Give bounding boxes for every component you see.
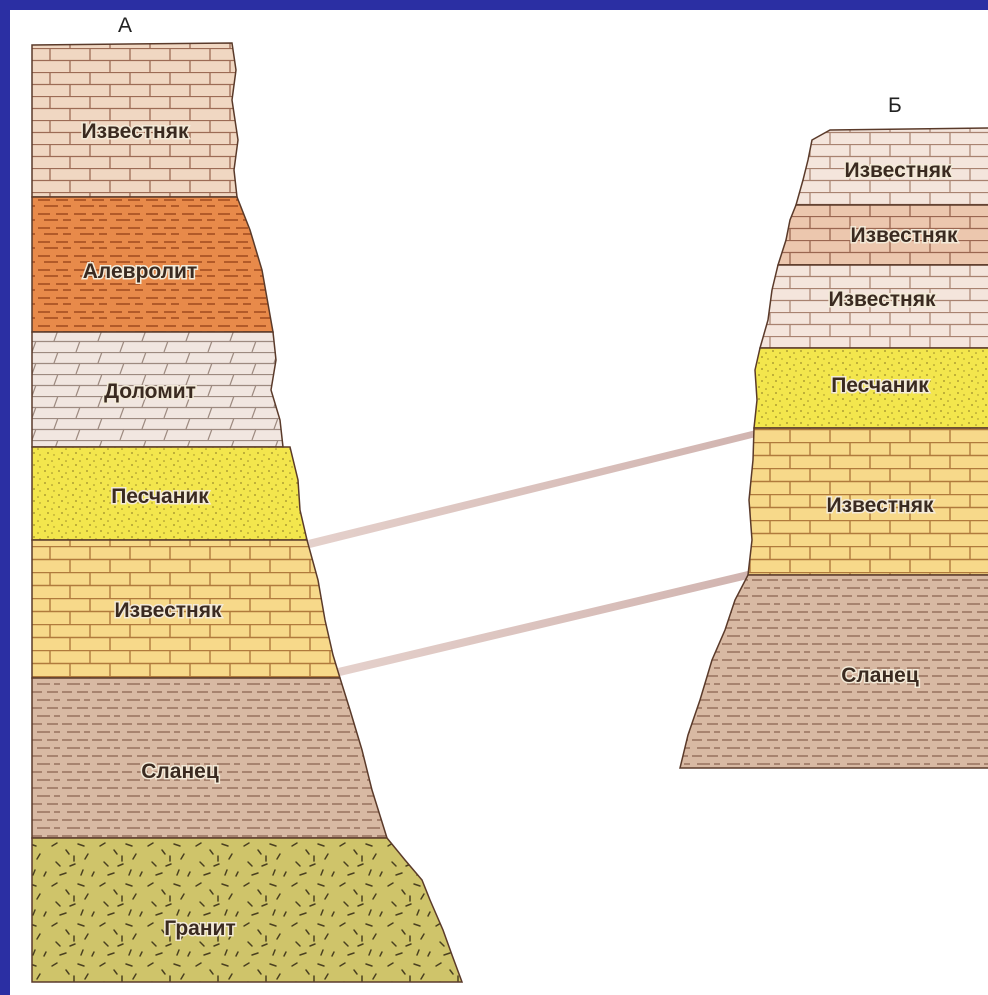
layer-b-label-6: Сланец bbox=[841, 664, 919, 687]
layer-a-label-1: Известняк bbox=[82, 120, 189, 143]
layer-a-granite bbox=[32, 838, 462, 982]
column-b: Б Известняк Известняк Известняк Песчаник… bbox=[680, 94, 988, 768]
layer-b-label-1: Известняк bbox=[845, 159, 952, 182]
layer-b-label-4: Песчаник bbox=[831, 374, 929, 397]
layer-a-label-7: Гранит bbox=[164, 917, 236, 940]
correlation-line-sandstone bbox=[308, 430, 756, 548]
layer-a-label-6: Сланец bbox=[141, 760, 219, 783]
diagram-frame: А Известняк Алевролит Доломит Песчаник И… bbox=[10, 10, 988, 995]
layer-a-shale bbox=[32, 678, 387, 838]
stratigraphic-correlation-diagram: А Известняк Алевролит Доломит Песчаник И… bbox=[10, 10, 988, 995]
layer-b-shale bbox=[680, 575, 988, 768]
column-b-title: Б bbox=[888, 94, 902, 117]
column-a: А Известняк Алевролит Доломит Песчаник И… bbox=[32, 14, 462, 982]
layer-a-label-4: Песчаник bbox=[111, 485, 209, 508]
layer-a-label-2: Алевролит bbox=[83, 260, 198, 283]
correlation-line-limestone bbox=[338, 570, 752, 676]
layer-b-label-5: Известняк bbox=[827, 494, 934, 517]
correlation-lines bbox=[308, 430, 756, 676]
layer-a-label-3: Доломит bbox=[104, 380, 196, 403]
layer-b-label-3: Известняк bbox=[829, 288, 936, 311]
column-a-title: А bbox=[118, 14, 132, 37]
layer-b-label-2: Известняк bbox=[851, 224, 958, 247]
layer-a-label-5: Известняк bbox=[115, 599, 222, 622]
